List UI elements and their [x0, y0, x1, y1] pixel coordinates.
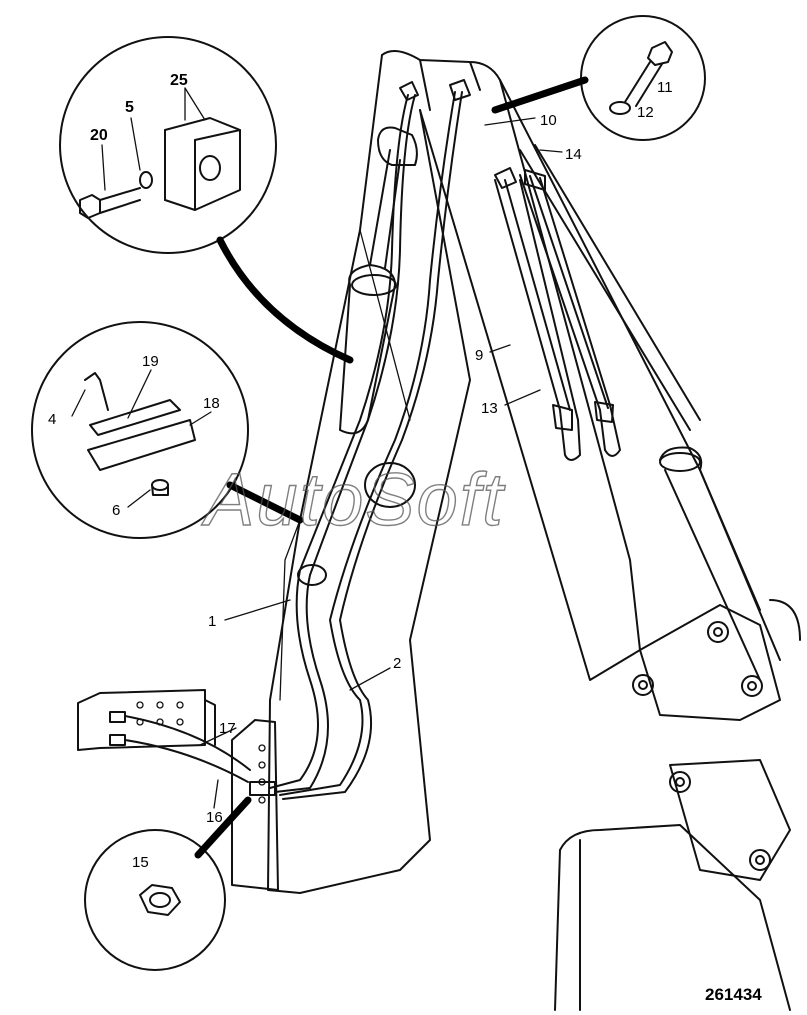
label-20: 20 [90, 127, 108, 144]
callout-clamp-20-5-25 [59, 36, 354, 364]
label-5: 5 [125, 99, 134, 116]
label-16: 16 [206, 809, 223, 826]
label-9: 9 [475, 347, 483, 364]
callout-bolt-11-12 [491, 15, 706, 141]
label-1: 1 [208, 613, 216, 630]
bucket-linkage [554, 599, 801, 1011]
label-2: 2 [393, 655, 401, 672]
label-14: 14 [565, 146, 582, 163]
label-11: 11 [657, 79, 673, 96]
label-10: 10 [540, 112, 557, 129]
callout-nut-15 [84, 796, 252, 971]
label-19: 19 [142, 353, 159, 370]
watermark: AutoSoft [201, 458, 506, 541]
label-6: 6 [112, 502, 120, 519]
label-4: 4 [48, 411, 56, 428]
callout-clamp-4-19-18-6 [31, 321, 304, 539]
label-18: 18 [203, 395, 220, 412]
valve-block [77, 689, 279, 891]
label-25: 25 [170, 72, 188, 89]
label-13: 13 [481, 400, 498, 417]
label-12: 12 [637, 104, 654, 121]
hydraulic-hoses [269, 79, 621, 800]
leader-lines [71, 87, 563, 809]
reference-number: 261434 [705, 985, 762, 1004]
label-15: 15 [132, 854, 149, 871]
label-17: 17 [219, 720, 236, 737]
dipper-cylinder [519, 144, 781, 681]
